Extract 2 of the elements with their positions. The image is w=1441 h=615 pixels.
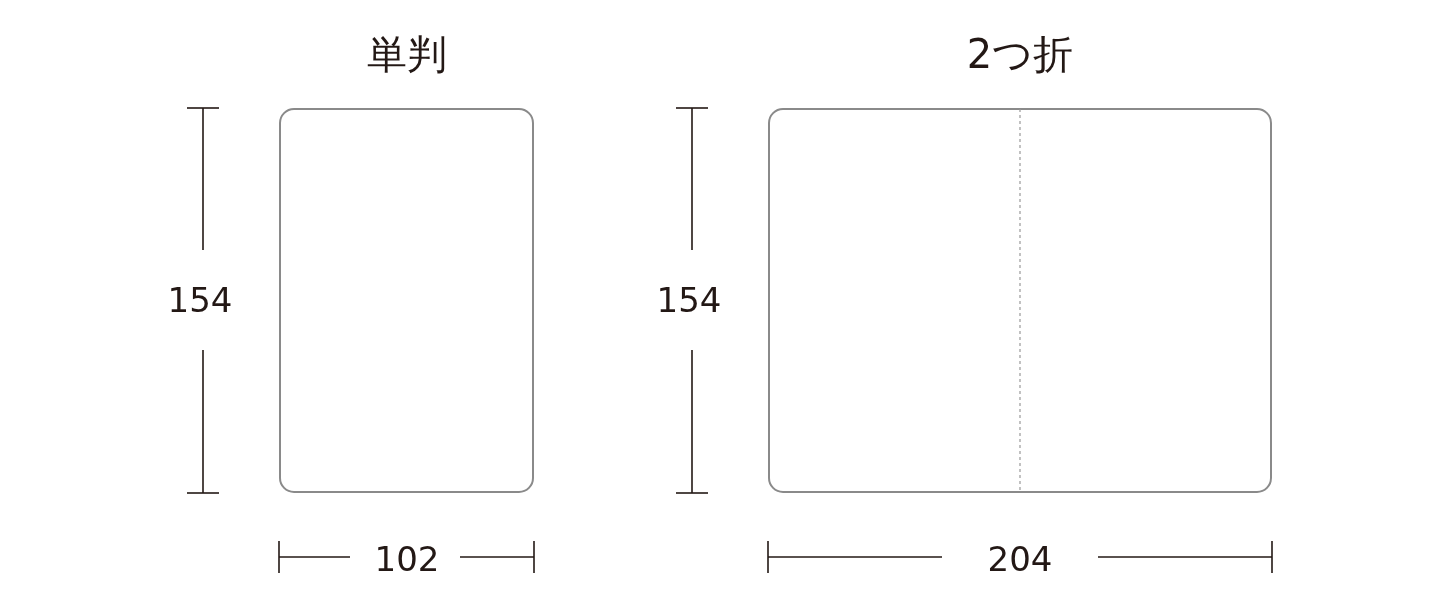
- card-title: 単判: [365, 30, 448, 78]
- card-title: 2つ折: [965, 30, 1075, 78]
